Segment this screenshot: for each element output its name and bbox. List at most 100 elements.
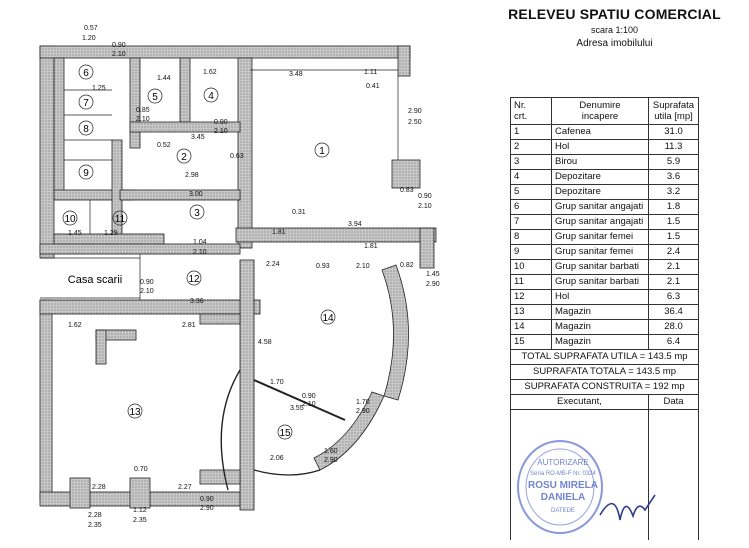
svg-text:2.10: 2.10 [356, 263, 370, 270]
dimension-labels: 0.57 1.20 0.90 2.10 1.44 1.62 3.48 1.11 … [68, 25, 440, 529]
room-area: 2.4 [648, 244, 699, 260]
svg-text:10: 10 [64, 214, 76, 225]
stamp-line-1: AUTORIZARE [537, 458, 588, 467]
svg-text:2.10: 2.10 [112, 51, 126, 58]
svg-text:15: 15 [279, 428, 291, 439]
svg-text:1.44: 1.44 [157, 75, 171, 82]
svg-text:0.41: 0.41 [366, 83, 380, 90]
room-area: 36.4 [648, 304, 699, 320]
svg-text:0.83: 0.83 [400, 187, 414, 194]
svg-text:1.70: 1.70 [356, 399, 370, 406]
room-area: 1.5 [648, 229, 699, 245]
svg-text:2.90: 2.90 [426, 281, 440, 288]
address-label: Adresa imobilului [576, 38, 653, 49]
svg-text:2.10: 2.10 [193, 249, 207, 256]
svg-text:3.45: 3.45 [191, 134, 205, 141]
svg-text:4: 4 [208, 91, 214, 102]
data-label: Data [648, 394, 699, 410]
svg-text:2.90: 2.90 [356, 408, 370, 415]
room-marker-2: 2 [176, 148, 192, 164]
stamp-line-5: DATEDE [551, 508, 575, 514]
svg-text:2.50: 2.50 [408, 119, 422, 126]
room-area: 6.3 [648, 289, 699, 305]
svg-text:3.00: 3.00 [189, 191, 203, 198]
svg-text:1.70: 1.70 [270, 379, 284, 386]
room-number: 13 [510, 304, 552, 320]
svg-text:0.90: 0.90 [112, 42, 126, 49]
svg-text:0.70: 0.70 [134, 466, 148, 473]
svg-text:2.35: 2.35 [88, 522, 102, 529]
svg-text:7: 7 [83, 98, 89, 109]
svg-text:5: 5 [152, 92, 158, 103]
room-name: Magazin [551, 319, 649, 335]
svg-text:1.45: 1.45 [426, 271, 440, 278]
svg-text:12: 12 [188, 274, 200, 285]
room-area: 11.3 [648, 139, 699, 155]
svg-text:2.10: 2.10 [302, 401, 316, 408]
svg-text:4.58: 4.58 [258, 339, 272, 346]
executant-label: Executant, [510, 394, 649, 410]
room-area: 3.2 [648, 184, 699, 200]
svg-text:0.90: 0.90 [140, 279, 154, 286]
svg-text:1.60: 1.60 [324, 448, 338, 455]
svg-text:0.90: 0.90 [418, 193, 432, 200]
stair-label: Casa scarii [68, 274, 122, 286]
room-number: 9 [510, 244, 552, 260]
svg-text:1.20: 1.20 [82, 35, 96, 42]
room-marker-12: 12 [186, 270, 202, 286]
room-number: 5 [510, 184, 552, 200]
room-marker-3: 3 [189, 204, 205, 220]
room-area: 2.1 [648, 259, 699, 275]
room-name: Depozitare [551, 184, 649, 200]
svg-text:1.04: 1.04 [193, 239, 207, 246]
svg-text:3.55: 3.55 [290, 405, 304, 412]
svg-text:0.52: 0.52 [157, 142, 171, 149]
room-name: Grup sanitar angajati [551, 214, 649, 230]
svg-text:0.31: 0.31 [292, 209, 306, 216]
authorization-stamp: AUTORIZARE Seria RO-MB-F Nr. 0324 ROSU M… [517, 440, 656, 534]
svg-text:2.28: 2.28 [88, 512, 102, 519]
svg-text:2.24: 2.24 [266, 261, 280, 268]
room-area: 3.6 [648, 169, 699, 185]
svg-text:0.90: 0.90 [214, 119, 228, 126]
room-marker-9: 9 [78, 164, 94, 180]
room-name: Magazin [551, 334, 649, 350]
room-name: Depozitare [551, 169, 649, 185]
svg-text:2.10: 2.10 [140, 288, 154, 295]
floor-plan: 1 2 3 4 5 6 7 8 9 10 11 12 13 14 15 Casa… [39, 25, 440, 529]
room-name: Magazin [551, 304, 649, 320]
svg-text:6: 6 [83, 68, 89, 79]
room-number: 12 [510, 289, 552, 305]
room-number: 8 [510, 229, 552, 245]
room-marker-15: 15 [277, 424, 293, 440]
svg-text:9: 9 [83, 168, 89, 179]
svg-text:2: 2 [181, 152, 187, 163]
svg-text:0.93: 0.93 [316, 263, 330, 270]
room-marker-11: 11 [112, 210, 128, 226]
data-cell [648, 409, 699, 540]
room-name: Cafenea [551, 124, 649, 140]
room-marker-4: 4 [203, 87, 219, 103]
room-number: 2 [510, 139, 552, 155]
svg-text:2.10: 2.10 [214, 128, 228, 135]
svg-text:2.35: 2.35 [133, 517, 147, 524]
svg-text:2.28: 2.28 [92, 484, 106, 491]
svg-text:0.85: 0.85 [136, 107, 150, 114]
room-number: 14 [510, 319, 552, 335]
svg-text:1.11: 1.11 [364, 69, 377, 76]
svg-text:2.98: 2.98 [185, 172, 199, 179]
room-number: 6 [510, 199, 552, 215]
total-totala: SUPRAFATA TOTALA = 143.5 mp [510, 364, 699, 380]
room-marker-8: 8 [78, 120, 94, 136]
